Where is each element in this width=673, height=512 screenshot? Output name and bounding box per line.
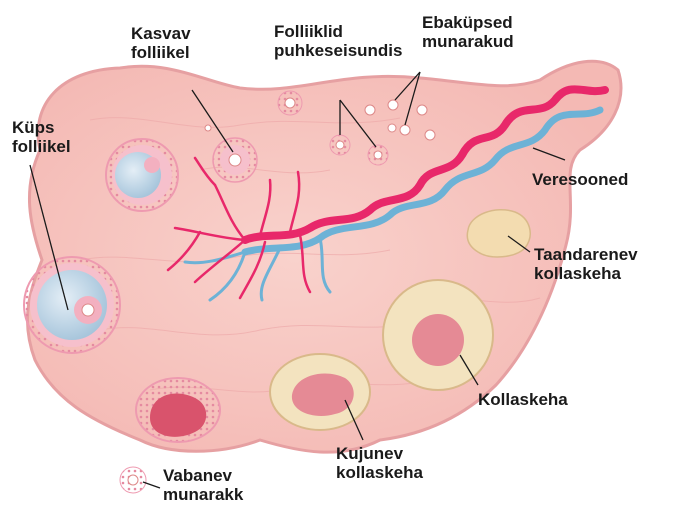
label-line: Taandarenev (534, 245, 638, 264)
label-line: Folliiklid (274, 22, 402, 41)
label-vabanev-munarakk: Vabanev munarakk (163, 466, 243, 504)
label-line: munarakk (163, 485, 243, 504)
label-ebakupsed-munarakud: Ebaküpsed munarakud (422, 13, 514, 51)
label-line: munarakud (422, 32, 514, 51)
ruptured-follicle (136, 378, 220, 442)
label-line: Ebaküpsed (422, 13, 514, 32)
label-line: Kollaskeha (478, 390, 568, 409)
growing-follicle-large (106, 139, 178, 211)
label-line: Kasvav (131, 24, 191, 43)
label-line: Vabanev (163, 466, 243, 485)
regressing-corpus-luteum (467, 210, 530, 257)
label-veresooned: Veresooned (532, 170, 628, 189)
label-line: kollaskeha (336, 463, 423, 482)
forming-corpus-luteum (270, 354, 370, 430)
label-line: Kujunev (336, 444, 423, 463)
growing-follicle (213, 138, 257, 182)
label-kups-folliikel: Küps folliikel (12, 118, 71, 156)
label-line: kollaskeha (534, 264, 638, 283)
label-folliiklid-puhkeseisundis: Folliiklid puhkeseisundis (274, 22, 402, 60)
label-line: puhkeseisundis (274, 41, 402, 60)
label-kollaskeha: Kollaskeha (478, 390, 568, 409)
label-line: folliikel (12, 137, 71, 156)
label-line: folliikel (131, 43, 191, 62)
mature-follicle (24, 257, 120, 353)
label-line: Veresooned (532, 170, 628, 189)
released-oocyte (120, 467, 146, 493)
corpus-luteum (383, 280, 493, 390)
label-kujunev-kollaskeha: Kujunev kollaskeha (336, 444, 423, 482)
label-kasvav-folliikel: Kasvav folliikel (131, 24, 191, 62)
label-taandarenev-kollaskeha: Taandarenev kollaskeha (534, 245, 638, 283)
label-line: Küps (12, 118, 71, 137)
